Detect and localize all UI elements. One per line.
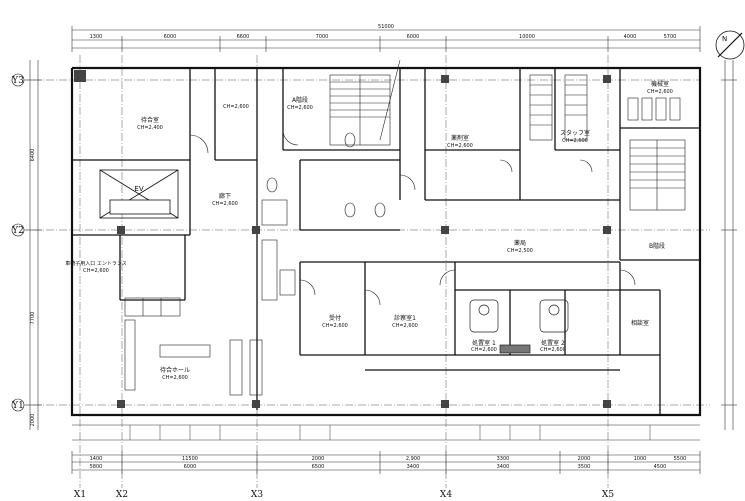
room-label-entrance: 車椅子用入口 エントランス (65, 260, 127, 267)
room-label-treat-1: 処置室 1 (472, 339, 496, 347)
pump-equipment (627, 97, 681, 121)
room-label-reception: 受付 (329, 314, 341, 322)
top-dim-1: 1300 (90, 34, 103, 40)
treatment-chairs (469, 299, 569, 354)
bottom-dim-4: 2,900 (406, 456, 420, 462)
room-ch-entrance: CH=2,600 (83, 268, 109, 274)
bottom-dim2-2: 6000 (184, 464, 197, 470)
room-ch-treat-2: CH=2,600 (540, 347, 566, 353)
room-label-corridor: 廊下 (219, 192, 231, 200)
bottom-dim2-6: 3500 (578, 464, 591, 470)
bottom-dim-7: 1000 (634, 456, 647, 462)
room-ch-reception: CH=2,600 (322, 323, 348, 329)
north-label: N (722, 35, 727, 43)
bottom-dim2-5: 3400 (497, 464, 510, 470)
room-label-treat-2: 処置室 2 (541, 339, 565, 347)
elevator (99, 169, 179, 219)
structural-columns (74, 70, 611, 408)
bottom-dim2-3: 6500 (312, 464, 325, 470)
interior-walls (72, 68, 700, 415)
room-ch-2600: CH=2,600 (223, 104, 249, 110)
room-label-waiting-main: 待合ホール (160, 366, 190, 374)
axis-x5: X5 (602, 490, 614, 500)
left-dim-2: 7700 (30, 312, 36, 325)
stairs-b (629, 139, 686, 211)
room-ch-treat-1: CH=2,600 (471, 347, 497, 353)
dimension-lines (29, 29, 734, 471)
top-dim-6: 10000 (519, 34, 535, 40)
room-label-staff: スタッフ室 (560, 129, 590, 137)
left-dimension-texts: 6400 7700 2000 (30, 149, 36, 427)
bottom-dim-6: 2000 (578, 456, 591, 462)
dimension-ticks (26, 26, 737, 474)
room-label-pharmacy: 薬剤室 (451, 134, 469, 142)
bottom-dimension-texts: 1400 11500 2000 2,900 3300 2000 1000 550… (90, 456, 687, 470)
axis-y2: Y2 (11, 226, 24, 236)
top-dimension-texts: 1300 6000 6600 7000 6000 10000 4000 5700 (90, 34, 677, 40)
room-ch-pharmacy: CH=2,600 (447, 143, 473, 149)
top-dim-4: 7000 (316, 34, 329, 40)
stairs-c (529, 74, 588, 141)
north-arrow: N (715, 30, 745, 60)
left-dim-3: 2000 (30, 414, 36, 427)
room-ch-a-stairs: CH=2,600 (287, 105, 313, 111)
axis-y1: Y1 (11, 401, 24, 411)
room-ch-waiting-main: CH=2,600 (162, 375, 188, 381)
left-dim-1: 6400 (30, 149, 36, 162)
room-ch-staff: CH=2,600 (562, 138, 588, 144)
room-label-pump: 機械室 (651, 80, 669, 88)
bottom-dim-1: 1400 (90, 456, 103, 462)
bottom-dim-3: 2000 (312, 456, 325, 462)
waiting-seating (124, 297, 263, 396)
top-dim-3: 6600 (237, 34, 250, 40)
room-label-waiting-nw: 待合室 (141, 116, 159, 124)
axis-y3: Y3 (11, 76, 24, 86)
top-dim-5: 6000 (407, 34, 420, 40)
room-ch-waiting-nw: CH=2,400 (137, 125, 163, 131)
axis-x1: X1 (74, 490, 86, 500)
door-swings (189, 129, 636, 306)
overall-dimension: 51000 (378, 24, 394, 30)
room-ch-exam-1: CH=2,600 (392, 323, 418, 329)
row-axis-markers: Y3 Y2 Y1 (11, 73, 25, 412)
room-labels: 待合室 CH=2,400 CH=2,600 A階段 CH=2,600 EV 廊下… (65, 80, 673, 381)
toilet-fixtures (261, 132, 386, 301)
bottom-dim2-7: 4500 (654, 464, 667, 470)
room-ch-pump: CH=2,600 (647, 89, 673, 95)
bottom-dim-2: 11500 (182, 456, 198, 462)
bottom-dim2-1: 5800 (90, 464, 103, 470)
room-ch-corridor: CH=2,600 (212, 201, 238, 207)
room-label-ev: EV (134, 185, 143, 193)
axis-x4: X4 (440, 490, 452, 500)
room-label-disp: 薬局 (514, 239, 526, 247)
top-dim-8: 5700 (664, 34, 677, 40)
column-axis-markers: X1 X2 X3 X4 X5 (74, 490, 614, 500)
top-dim-2: 6000 (164, 34, 177, 40)
stairs-a (329, 59, 401, 146)
axis-x2: X2 (116, 490, 128, 500)
bottom-dim-5: 3300 (497, 456, 510, 462)
outer-walls (70, 66, 702, 417)
room-label-b-stairs: B階段 (649, 242, 665, 250)
room-label-consult: 相談室 (631, 319, 649, 327)
top-dim-7: 4000 (624, 34, 637, 40)
axis-x3: X3 (251, 490, 263, 500)
exterior-strip (72, 424, 700, 441)
room-ch-disp: CH=2,500 (507, 248, 533, 254)
bottom-dim2-4: 3400 (407, 464, 420, 470)
room-label-a-stairs: A階段 (292, 96, 308, 104)
room-label-exam-1: 診察室1 (394, 314, 416, 322)
bottom-dim-8: 5500 (674, 456, 687, 462)
